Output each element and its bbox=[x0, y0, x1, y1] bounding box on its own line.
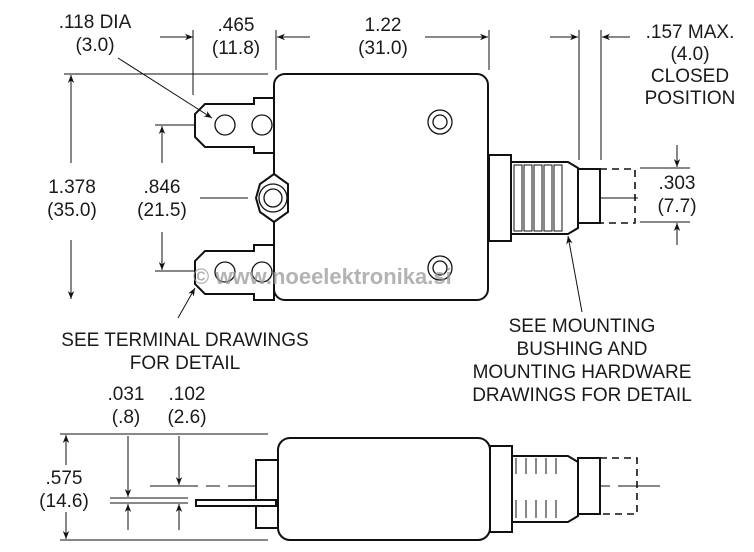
terminal-offset-in: .102 bbox=[169, 384, 206, 405]
terminal-length-in: .465 bbox=[218, 15, 255, 36]
overall-height-in: 1.378 bbox=[48, 177, 96, 198]
watermark: © www.noeelektronika.si bbox=[193, 264, 452, 289]
button-travel-in: .157 MAX. bbox=[646, 22, 735, 43]
terminal-top bbox=[194, 97, 275, 154]
terminal-note-line1: SEE TERMINAL DRAWINGS bbox=[61, 330, 308, 351]
button-travel-note1: CLOSED bbox=[651, 66, 729, 87]
terminal-thickness-in: .031 bbox=[108, 384, 145, 405]
side-body bbox=[277, 437, 491, 541]
overall-height-mm: (35.0) bbox=[47, 200, 97, 221]
side-button bbox=[577, 457, 601, 515]
button-dia-in: .303 bbox=[659, 173, 696, 194]
side-bushing-thread bbox=[511, 455, 579, 523]
mounting-screw-bottom bbox=[427, 255, 453, 281]
side-view bbox=[60, 433, 660, 541]
body-length-in: 1.22 bbox=[365, 15, 402, 36]
body-depth-mm: (14.6) bbox=[39, 491, 89, 512]
terminal-length-mm: (11.8) bbox=[212, 38, 260, 59]
bushing-note-line4: DRAWINGS FOR DETAIL bbox=[472, 385, 692, 406]
body-length-mm: (31.0) bbox=[358, 38, 408, 59]
terminal-spacing-mm: (21.5) bbox=[137, 200, 187, 221]
side-button-extended bbox=[600, 457, 638, 515]
terminal-base bbox=[255, 459, 279, 529]
dimension-lines bbox=[64, 30, 690, 319]
terminal-note-line2: FOR DETAIL bbox=[130, 353, 241, 374]
hole-dia-mm: (3.0) bbox=[75, 35, 114, 56]
side-bushing-flange bbox=[489, 445, 513, 533]
mounting-bushing bbox=[488, 154, 636, 242]
button-travel-note2: POSITION bbox=[645, 88, 736, 109]
terminal-thickness-mm: (.8) bbox=[112, 407, 141, 428]
terminal-spacing-in: .846 bbox=[144, 177, 181, 198]
bushing-note-line3: MOUNTING HARDWARE bbox=[473, 362, 692, 383]
terminal-bottom bbox=[194, 244, 275, 301]
terminal-blade bbox=[195, 499, 277, 507]
hole-dia-in: .118 DIA bbox=[59, 12, 132, 33]
bushing-note-line1: SEE MOUNTING bbox=[509, 316, 656, 337]
top-view bbox=[64, 30, 690, 319]
bushing-note-line2: BUSHING AND bbox=[517, 339, 648, 360]
button-travel-mm: (4.0) bbox=[670, 44, 709, 65]
body-depth-in: .575 bbox=[46, 468, 83, 489]
button-dia-mm: (7.7) bbox=[657, 196, 696, 217]
mounting-screw-top bbox=[427, 109, 453, 135]
center-nut bbox=[254, 172, 289, 224]
terminal-offset-mm: (2.6) bbox=[167, 407, 206, 428]
